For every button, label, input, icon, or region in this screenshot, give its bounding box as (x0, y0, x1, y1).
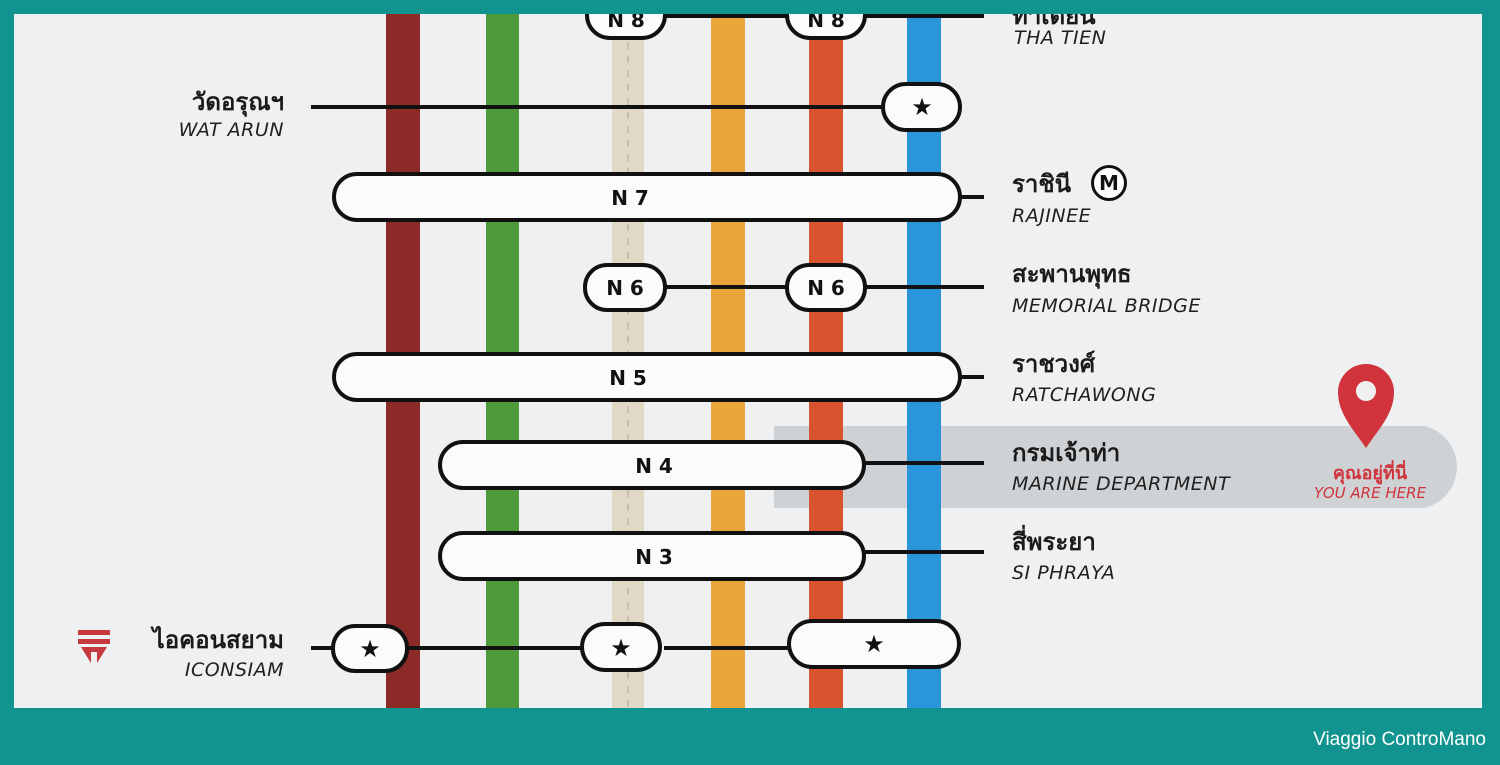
pier-label-iconsiam-b: ★ (610, 634, 632, 662)
pier-label-n6-a: N 6 (606, 276, 644, 300)
pier-label-n3: N 3 (635, 545, 673, 569)
station-name-th-rajinee: ราชินี (1012, 170, 1072, 198)
station-name-th-ratchawong: ราชวงศ์ (1012, 350, 1096, 378)
station-name-th-wat-arun: วัดอรุณฯ (191, 88, 284, 116)
pier-label-n4: N 4 (635, 454, 673, 478)
metro-icon: M (1091, 165, 1127, 201)
location-pin-icon (1338, 364, 1394, 448)
station-name-th-memorial-bridge: สะพานพุทธ (1012, 260, 1132, 288)
pier-label-n5: N 5 (609, 366, 647, 390)
station-name-th-si-phraya: สี่พระยา (1012, 528, 1096, 556)
station-name-th-iconsiam: ไอคอนสยาม (152, 626, 284, 654)
station-name-en-ratchawong: RATCHAWONG (1012, 384, 1157, 406)
station-name-en-wat-arun: WAT ARUN (178, 119, 284, 141)
iconsiam-logo-icon (78, 630, 110, 668)
route-map: N 8 N 8 ★ N 7 N 6 N 6 N 5 N 4 N 3 ★ ★ ★ (78, 14, 1457, 708)
pier-label-n8-a: N 8 (607, 14, 645, 32)
station-name-en-si-phraya: SI PHRAYA (1012, 562, 1116, 584)
pier-label-wat-arun: ★ (911, 93, 933, 121)
pier-label-iconsiam-a: ★ (359, 635, 381, 663)
you-are-here-band (774, 426, 1457, 508)
station-name-th-tha-tien: ท่าเตียน (1012, 14, 1096, 30)
station-name-en-tha-tien: THA TIEN (1014, 27, 1107, 49)
pier-label-iconsiam-c: ★ (863, 630, 885, 658)
you-are-here-label-th: คุณอยู่ที่นี่ (1332, 463, 1408, 484)
station-name-en-marine-department: MARINE DEPARTMENT (1012, 473, 1231, 495)
station-name-en-rajinee: RAJINEE (1012, 205, 1092, 227)
you-are-here-label-en: YOU ARE HERE (1313, 484, 1427, 502)
photo-credit: Viaggio ControMano (1313, 729, 1486, 750)
map-board: N 8 N 8 ★ N 7 N 6 N 6 N 5 N 4 N 3 ★ ★ ★ … (14, 14, 1482, 708)
pier-label-n7: N 7 (611, 186, 649, 210)
station-name-en-iconsiam: ICONSIAM (184, 659, 284, 681)
station-name-en-memorial-bridge: MEMORIAL BRIDGE (1012, 295, 1201, 317)
pier-label-n8-b: N 8 (807, 14, 845, 32)
pier-label-n6-b: N 6 (807, 276, 845, 300)
station-name-th-marine-department: กรมเจ้าท่า (1012, 439, 1121, 467)
